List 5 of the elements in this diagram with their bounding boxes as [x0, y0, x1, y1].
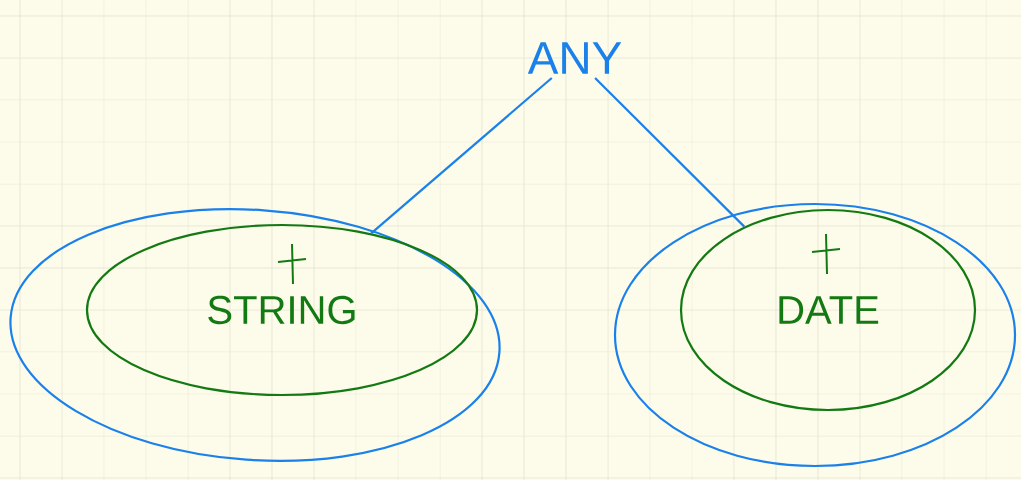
node-label: ANY — [527, 42, 622, 74]
ellipse — [9, 208, 501, 462]
ellipse — [613, 202, 1017, 468]
connector-line — [370, 77, 553, 235]
connector-line — [594, 77, 746, 228]
